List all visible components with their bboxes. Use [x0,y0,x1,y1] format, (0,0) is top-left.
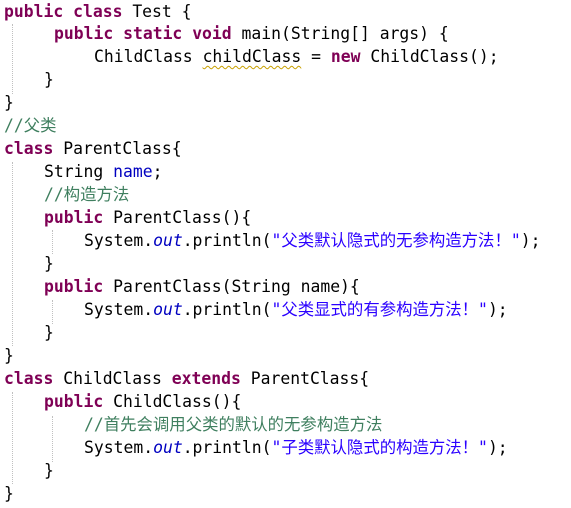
code-line-6-comment: //父类 [4,114,57,137]
keyword: class [4,369,54,388]
constructor-call: ChildClass(); [370,47,499,66]
code-line-1: public class Test { [4,0,192,23]
statement-end: ); [487,438,508,457]
indent-guide [12,162,13,346]
comment: //构造方法 [44,185,130,204]
class-name: Test [132,2,172,21]
brace: } [44,461,54,480]
brace: } [44,254,54,273]
type-name: ChildClass [94,47,193,66]
keyword: public [44,392,104,411]
string-literal: "子类默认隐式的构造方法！" [271,438,488,457]
comment: //父类 [4,116,57,135]
string-literal: "父类默认隐式的无参构造方法！" [271,231,521,250]
static-field: out [153,438,183,457]
constructor-declaration: ParentClass(String name){ [113,277,360,296]
brace: } [44,70,54,89]
system-ref: System. [84,300,154,319]
semicolon: ; [152,162,163,181]
system-ref: System. [84,438,154,457]
constructor-declaration: ChildClass(){ [113,392,242,411]
code-line-20: System.out.println("子类默认隐式的构造方法！"); [84,436,508,459]
code-line-16: } [4,344,14,367]
indent-guide [52,230,53,254]
keyword: new [330,47,361,66]
brace: } [44,323,54,342]
method-call: .println( [182,300,272,319]
type-name: String [44,162,104,181]
brace: } [4,93,14,112]
class-name: ChildClass [63,369,162,388]
code-line-12: } [44,252,54,275]
statement-end: ); [520,231,541,250]
code-line-8: String name; [44,160,162,183]
code-line-2: public static void main(String[] args) { [54,22,449,45]
indent-guide [52,416,53,462]
brace: { [171,2,192,21]
code-line-14: System.out.println("父类显式的有参构造方法！"); [84,298,508,321]
static-field: out [153,300,183,319]
keyword: public [44,277,104,296]
brace: } [4,346,14,365]
keyword: extends [171,369,241,388]
code-line-5: } [4,91,14,114]
code-line-9-comment: //构造方法 [44,183,129,206]
statement-end: ); [487,300,508,319]
code-line-18: public ChildClass(){ [44,390,241,413]
unused-variable-warning[interactable]: childClass [202,47,302,66]
method-signature: main(String[] args) { [241,24,449,43]
code-line-13: public ParentClass(String name){ [44,275,360,298]
indent-guide [12,392,13,484]
method-call: .println( [182,231,272,250]
code-line-7: class ParentClass{ [4,137,182,160]
field-name: name [113,162,153,181]
keyword: static [123,24,183,43]
indent-guide [12,24,13,94]
code-line-4: } [44,68,54,91]
code-line-3: ChildClass childClass = new ChildClass()… [94,45,499,68]
assign-operator: = [301,47,331,66]
code-line-15: } [44,321,54,344]
system-ref: System. [84,231,154,250]
keyword: public [4,2,64,21]
static-field: out [153,231,183,250]
class-declaration: ParentClass{ [250,369,370,388]
keyword: class [4,139,54,158]
indent-guide [52,300,53,324]
code-line-10: public ParentClass(){ [44,206,251,229]
code-line-21: } [44,459,54,482]
code-line-11: System.out.println("父类默认隐式的无参构造方法！"); [84,229,540,252]
method-call: .println( [182,438,272,457]
string-literal: "父类显式的有参构造方法！" [271,300,488,319]
constructor-declaration: ParentClass(){ [113,208,252,227]
keyword: void [192,24,232,43]
code-line-19-comment: //首先会调用父类的默认的无参构造方法 [84,413,382,436]
code-line-17: class ChildClass extends ParentClass{ [4,367,369,390]
brace: } [4,484,14,503]
code-line-22: } [4,482,14,505]
class-declaration: ParentClass{ [63,139,182,158]
keyword: public [44,208,104,227]
keyword: public [54,24,114,43]
comment: //首先会调用父类的默认的无参构造方法 [84,415,383,434]
keyword: class [73,2,123,21]
